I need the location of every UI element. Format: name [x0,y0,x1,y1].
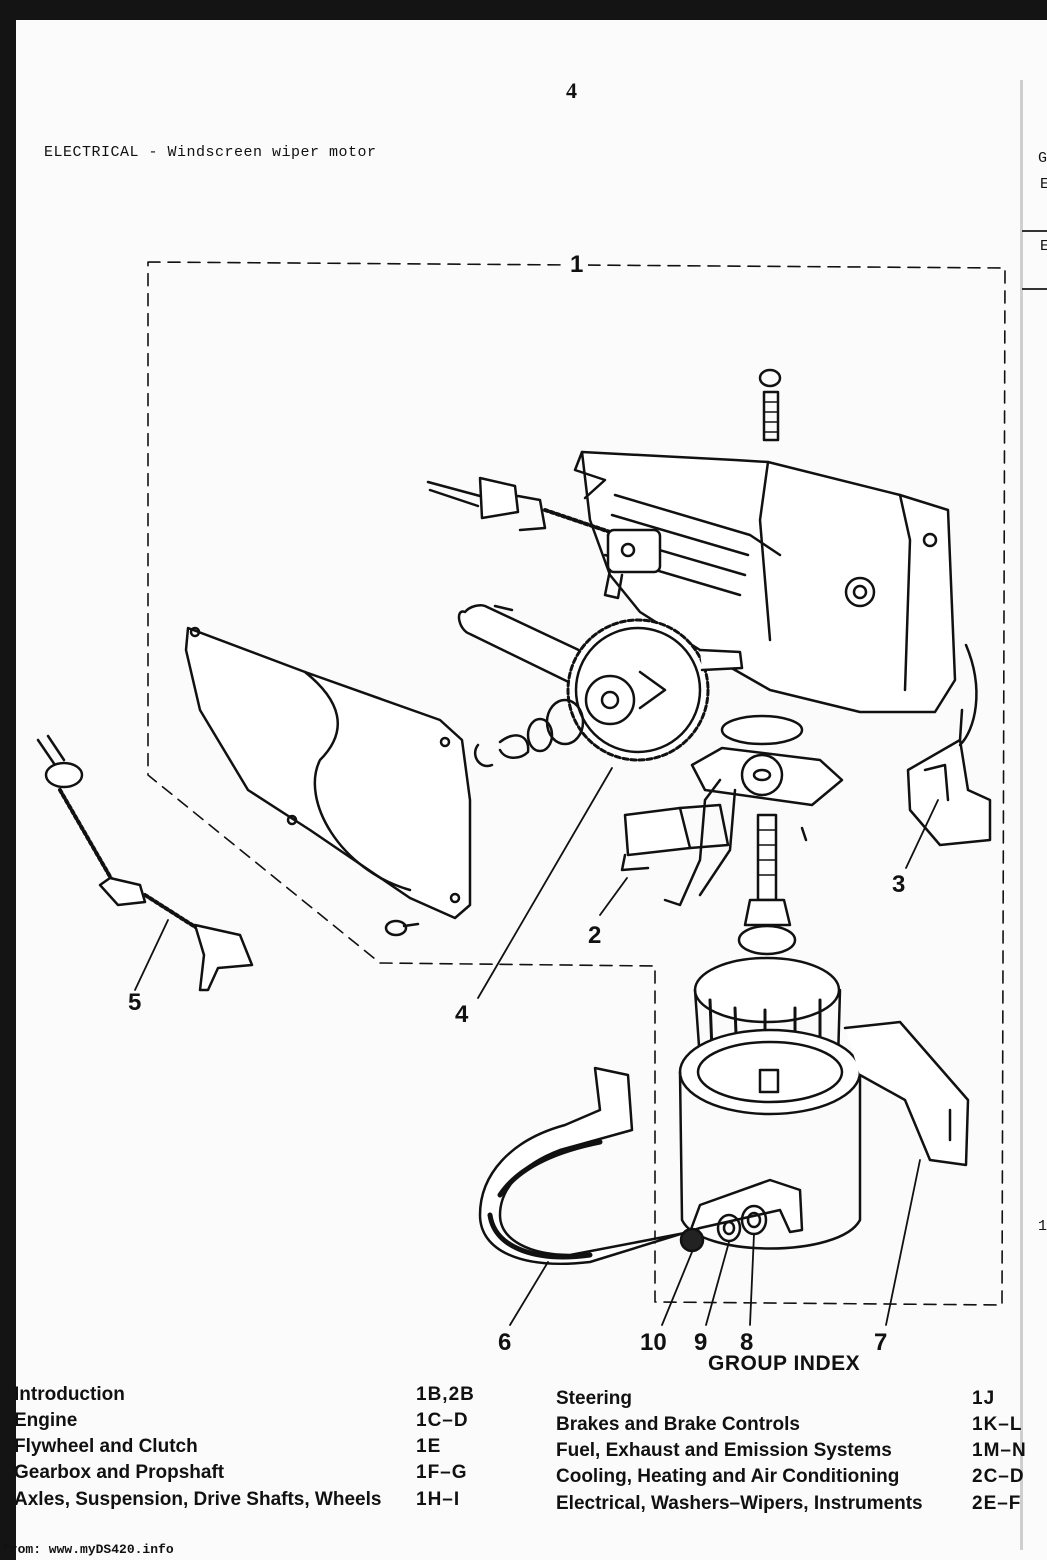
index-entry: Cooling, Heating and Air Conditioning [556,1466,900,1487]
callout-8: 8 [740,1329,753,1356]
cable-rack-top [426,476,662,600]
index-code: 1F–G [416,1462,468,1483]
gearbox-cover [184,626,472,920]
mounting-bracket [843,1020,970,1167]
yoke [678,1028,862,1250]
page-number: 4 [566,78,577,103]
drive-gear [566,618,744,762]
scan-border-top [0,0,1047,20]
callout-10: 10 [640,1329,667,1356]
index-code: 2E–F [972,1493,1022,1514]
index-code: 1E [416,1436,442,1457]
callout-6: 6 [498,1329,511,1356]
index-code: 1M–N [972,1440,1027,1461]
index-code: 1C–D [416,1410,469,1431]
index-entry: Introduction [14,1384,125,1405]
group-index-title: GROUP INDEX [708,1352,861,1375]
wiper-cable [36,734,254,992]
index-entry: Axles, Suspension, Drive Shafts, Wheels [14,1489,382,1510]
index-code: 1H–I [416,1489,461,1510]
edge-char: G [1038,150,1047,167]
cover-screw [384,919,420,937]
armature [693,813,842,1077]
edge-char: E [1040,238,1047,255]
edge-rule [1022,230,1047,232]
source-watermark: from: www.myDS420.info [2,1542,174,1557]
stud-bolt [758,368,782,442]
assembly-boundary [147,261,1006,1306]
callout-4: 4 [455,1001,469,1028]
index-entry: Gearbox and Propshaft [14,1462,225,1483]
index-entry: Electrical, Washers–Wipers, Instruments [556,1493,923,1514]
limit-switch [620,803,730,872]
callout-7: 7 [874,1329,887,1356]
index-code: 1K–L [972,1414,1023,1435]
index-entry: Fuel, Exhaust and Emission Systems [556,1440,892,1461]
callout-9: 9 [694,1329,707,1356]
spring-and-clip [473,698,585,768]
callout-1: 1 [570,251,583,278]
callout-3: 3 [892,871,905,898]
index-entry: Flywheel and Clutch [14,1436,198,1457]
index-code: 1B,2B [416,1384,475,1405]
index-entry: Steering [556,1388,633,1409]
section-title: ELECTRICAL - Windscreen wiper motor [44,144,377,161]
mounting-strap [478,1066,804,1266]
edge-char: 1 [1038,1218,1047,1235]
edge-char: E [1040,176,1047,193]
edge-rule [1022,288,1047,290]
nut-and-washers [679,1204,768,1253]
adjacent-page-edge [1020,80,1023,1550]
index-code: 1J [972,1388,996,1409]
brush-plate [663,714,844,907]
callout-labels: 1 2 3 4 5 6 7 8 9 10 [128,251,905,1356]
scan-border-left [0,0,16,1560]
callout-5: 5 [128,989,141,1016]
leader-lines [134,767,939,1326]
index-entry: Engine [14,1410,78,1431]
gearbox-housing [573,450,957,714]
index-entry: Brakes and Brake Controls [556,1414,800,1435]
callout-2: 2 [588,922,601,949]
index-code: 2C–D [972,1466,1025,1487]
